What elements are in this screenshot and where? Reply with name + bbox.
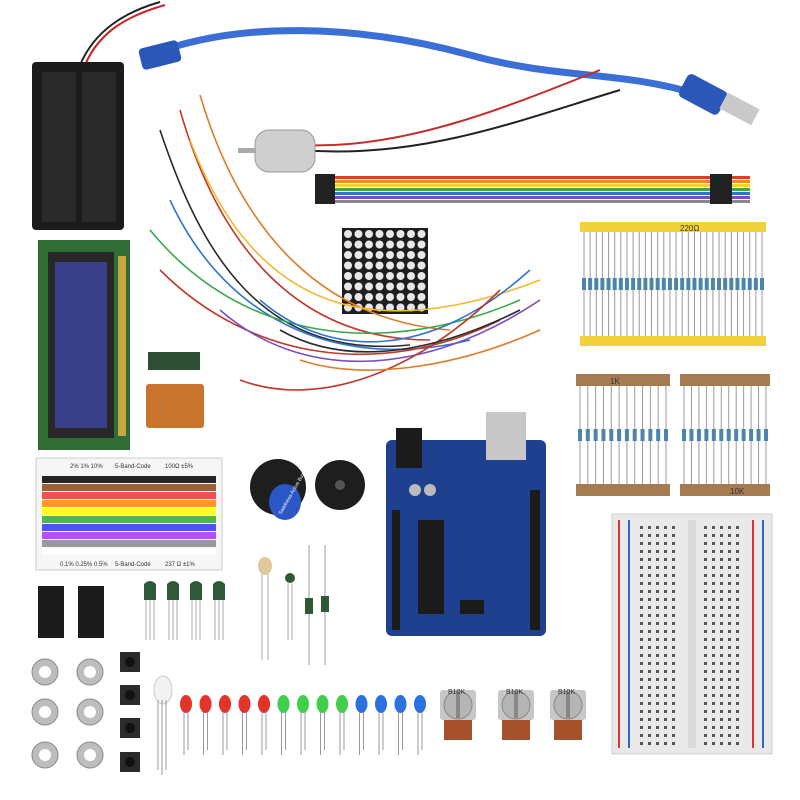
relay: [146, 384, 204, 428]
passive-buzzer: [315, 460, 365, 510]
resistor-strip-1k: 1K: [576, 374, 670, 496]
resistor-label-10k: 10K: [730, 487, 745, 496]
potentiometer-label: B10K: [506, 689, 523, 696]
leds: [180, 695, 426, 755]
chart-header-code: 5-Band-Code: [115, 464, 151, 470]
arduino-board: [386, 412, 546, 636]
breadboard: [611, 513, 773, 755]
diodes: [305, 545, 329, 665]
rgb-led: [153, 675, 173, 775]
potentiometers: B10K B10K B10K: [440, 689, 586, 740]
chart-footer-code: 5-Band-Code: [115, 562, 151, 568]
chart-header-right: 100Ω ±5%: [165, 464, 194, 470]
led-bar-graph: [148, 352, 200, 370]
usb-cable: [138, 27, 760, 126]
hex-nuts: [31, 658, 104, 769]
chart-header-tolerances: 2% 1% 10%: [70, 464, 103, 470]
resistor-label-220: 220Ω: [680, 224, 699, 233]
thermistor: [285, 573, 295, 640]
battery-holder: [32, 1, 166, 230]
potentiometer-label: B10K: [558, 689, 575, 696]
resistor-strip-220: 220Ω: [580, 222, 766, 346]
lcd-display: [38, 240, 130, 450]
resistor-label-1k: 1K: [610, 377, 620, 386]
resistor-strip-10k: 10K: [680, 374, 770, 496]
ic-chip-1: [38, 586, 64, 638]
led-dot-matrix: [342, 228, 428, 314]
chart-footer-right: 237 Ω ±1%: [165, 562, 195, 568]
push-buttons: [120, 652, 140, 772]
ic-chip-2: [78, 586, 104, 638]
ribbon-jumper-wires: [315, 174, 750, 204]
dc-motor: [238, 69, 621, 173]
photoresistor: [258, 557, 272, 660]
chart-footer-tolerances: 0.1% 0.25% 0.5%: [60, 562, 108, 568]
jumper-wire-bundle: [149, 94, 541, 391]
resistor-color-chart: 2% 1% 10% 5-Band-Code 100Ω ±5% 0.1% 0.25…: [35, 457, 223, 571]
potentiometer-label: B10K: [448, 689, 465, 696]
transistors: [144, 581, 225, 640]
